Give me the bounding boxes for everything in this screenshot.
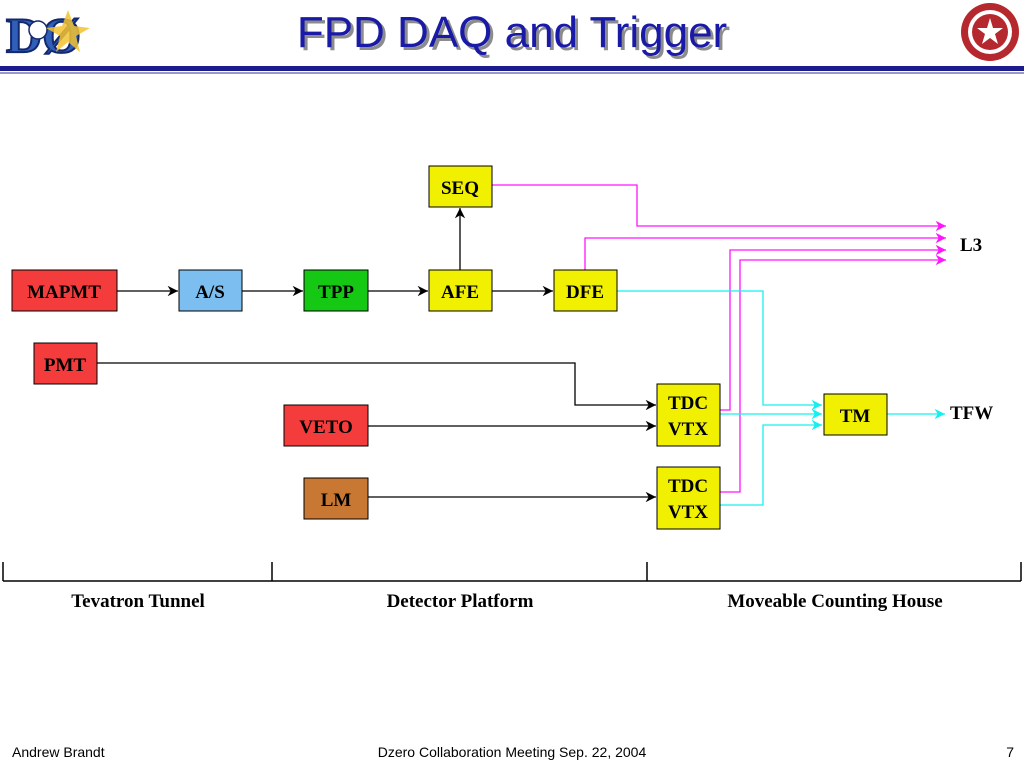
box-dfe-label: DFE — [566, 282, 604, 303]
box-tm-label: TM — [840, 406, 871, 427]
page-title: FPD DAQ and Trigger — [296, 8, 728, 57]
box-veto: VETO — [283, 404, 369, 447]
box-mapmt-label: MAPMT — [27, 282, 101, 303]
footer-meeting: Dzero Collaboration Meeting Sep. 22, 200… — [377, 744, 647, 760]
box-afe: AFE — [428, 269, 493, 312]
box-tdc-vtx-2-line1: TDC — [668, 476, 708, 497]
line-tdc2-l3 — [719, 254, 946, 493]
region-moveable-counting-house: Moveable Counting House — [727, 591, 942, 612]
box-tdc-vtx-1: TDC VTX — [656, 383, 721, 447]
box-tm: TM — [823, 393, 888, 436]
box-lm: LM — [303, 477, 369, 520]
line-dfe-l3 — [584, 232, 946, 270]
line-dfe-tm — [617, 290, 822, 411]
line-tdc1-l3 — [719, 244, 946, 411]
region-detector-platform: Detector Platform — [387, 591, 534, 612]
box-seq-label: SEQ — [441, 178, 479, 199]
box-tdc-vtx-2: TDC VTX — [656, 466, 721, 530]
box-veto-label: VETO — [299, 417, 353, 438]
cyan-connectors — [617, 290, 822, 506]
region-bracket — [2, 562, 1022, 582]
box-seq: SEQ — [428, 165, 493, 208]
box-lm-label: LM — [321, 490, 352, 511]
footer-page-number: 7 — [1006, 744, 1014, 760]
output-tfw-label: TFW — [950, 403, 993, 424]
header-rule — [0, 66, 1024, 71]
line-tdc2-tm — [719, 419, 822, 506]
header-rule-shadow — [0, 72, 1024, 74]
box-tdc-vtx-1-line1: TDC — [668, 393, 708, 414]
region-tevatron-tunnel: Tevatron Tunnel — [71, 591, 205, 612]
box-pmt: PMT — [33, 342, 98, 385]
box-tpp: TPP — [303, 269, 369, 312]
box-as: A/S — [178, 269, 243, 312]
university-seal-icon — [961, 3, 1019, 61]
box-mapmt: MAPMT — [11, 269, 118, 312]
box-tpp-label: TPP — [318, 282, 354, 303]
slide-header: DØ FPD DAQ and Trigger — [0, 0, 1024, 80]
d0-logo: DØ — [4, 6, 112, 62]
magenta-connectors — [492, 184, 946, 493]
line-seq-l3 — [492, 184, 946, 232]
box-as-label: A/S — [195, 282, 225, 303]
box-dfe: DFE — [553, 269, 618, 312]
box-pmt-label: PMT — [44, 355, 87, 376]
box-afe-label: AFE — [441, 282, 479, 303]
black-connectors — [97, 207, 945, 503]
box-tdc-vtx-1-line2: VTX — [668, 419, 708, 440]
footer-author: Andrew Brandt — [12, 744, 105, 760]
output-l3-label: L3 — [960, 235, 982, 256]
box-tdc-vtx-2-line2: VTX — [668, 502, 708, 523]
arrow-pmt-tdc — [97, 362, 656, 411]
